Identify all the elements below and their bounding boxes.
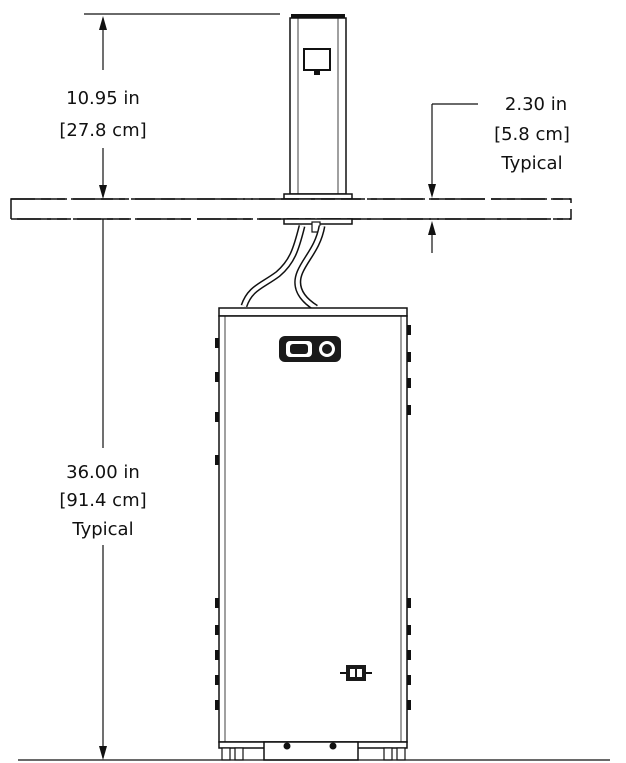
counter-thickness-note: Typical xyxy=(500,153,562,174)
counter-thickness-metric: [5.8 cm] xyxy=(494,124,570,145)
control-panel-icon xyxy=(279,336,341,362)
top-height-metric: [27.8 cm] xyxy=(59,120,146,141)
mounting-plate-and-tubing xyxy=(240,218,353,311)
countertop xyxy=(10,198,572,220)
counter-height-note: Typical xyxy=(71,519,133,540)
counter-height-value: 36.00 in xyxy=(66,462,140,483)
dimension-counter-height: 36.00 in [91.4 cm] Typical xyxy=(59,203,147,760)
counter-height-metric: [91.4 cm] xyxy=(59,490,146,511)
top-dispenser-tower xyxy=(283,14,353,200)
display-window-icon xyxy=(303,48,331,71)
port-icon xyxy=(340,665,372,681)
dimension-top-height: 10.95 in [27.8 cm] xyxy=(59,13,280,199)
top-height-value: 10.95 in xyxy=(66,88,140,109)
dimension-counter-thickness: 2.30 in [5.8 cm] Typical xyxy=(428,94,570,253)
counter-thickness-value: 2.30 in xyxy=(505,94,567,115)
under-counter-unit xyxy=(215,307,411,761)
